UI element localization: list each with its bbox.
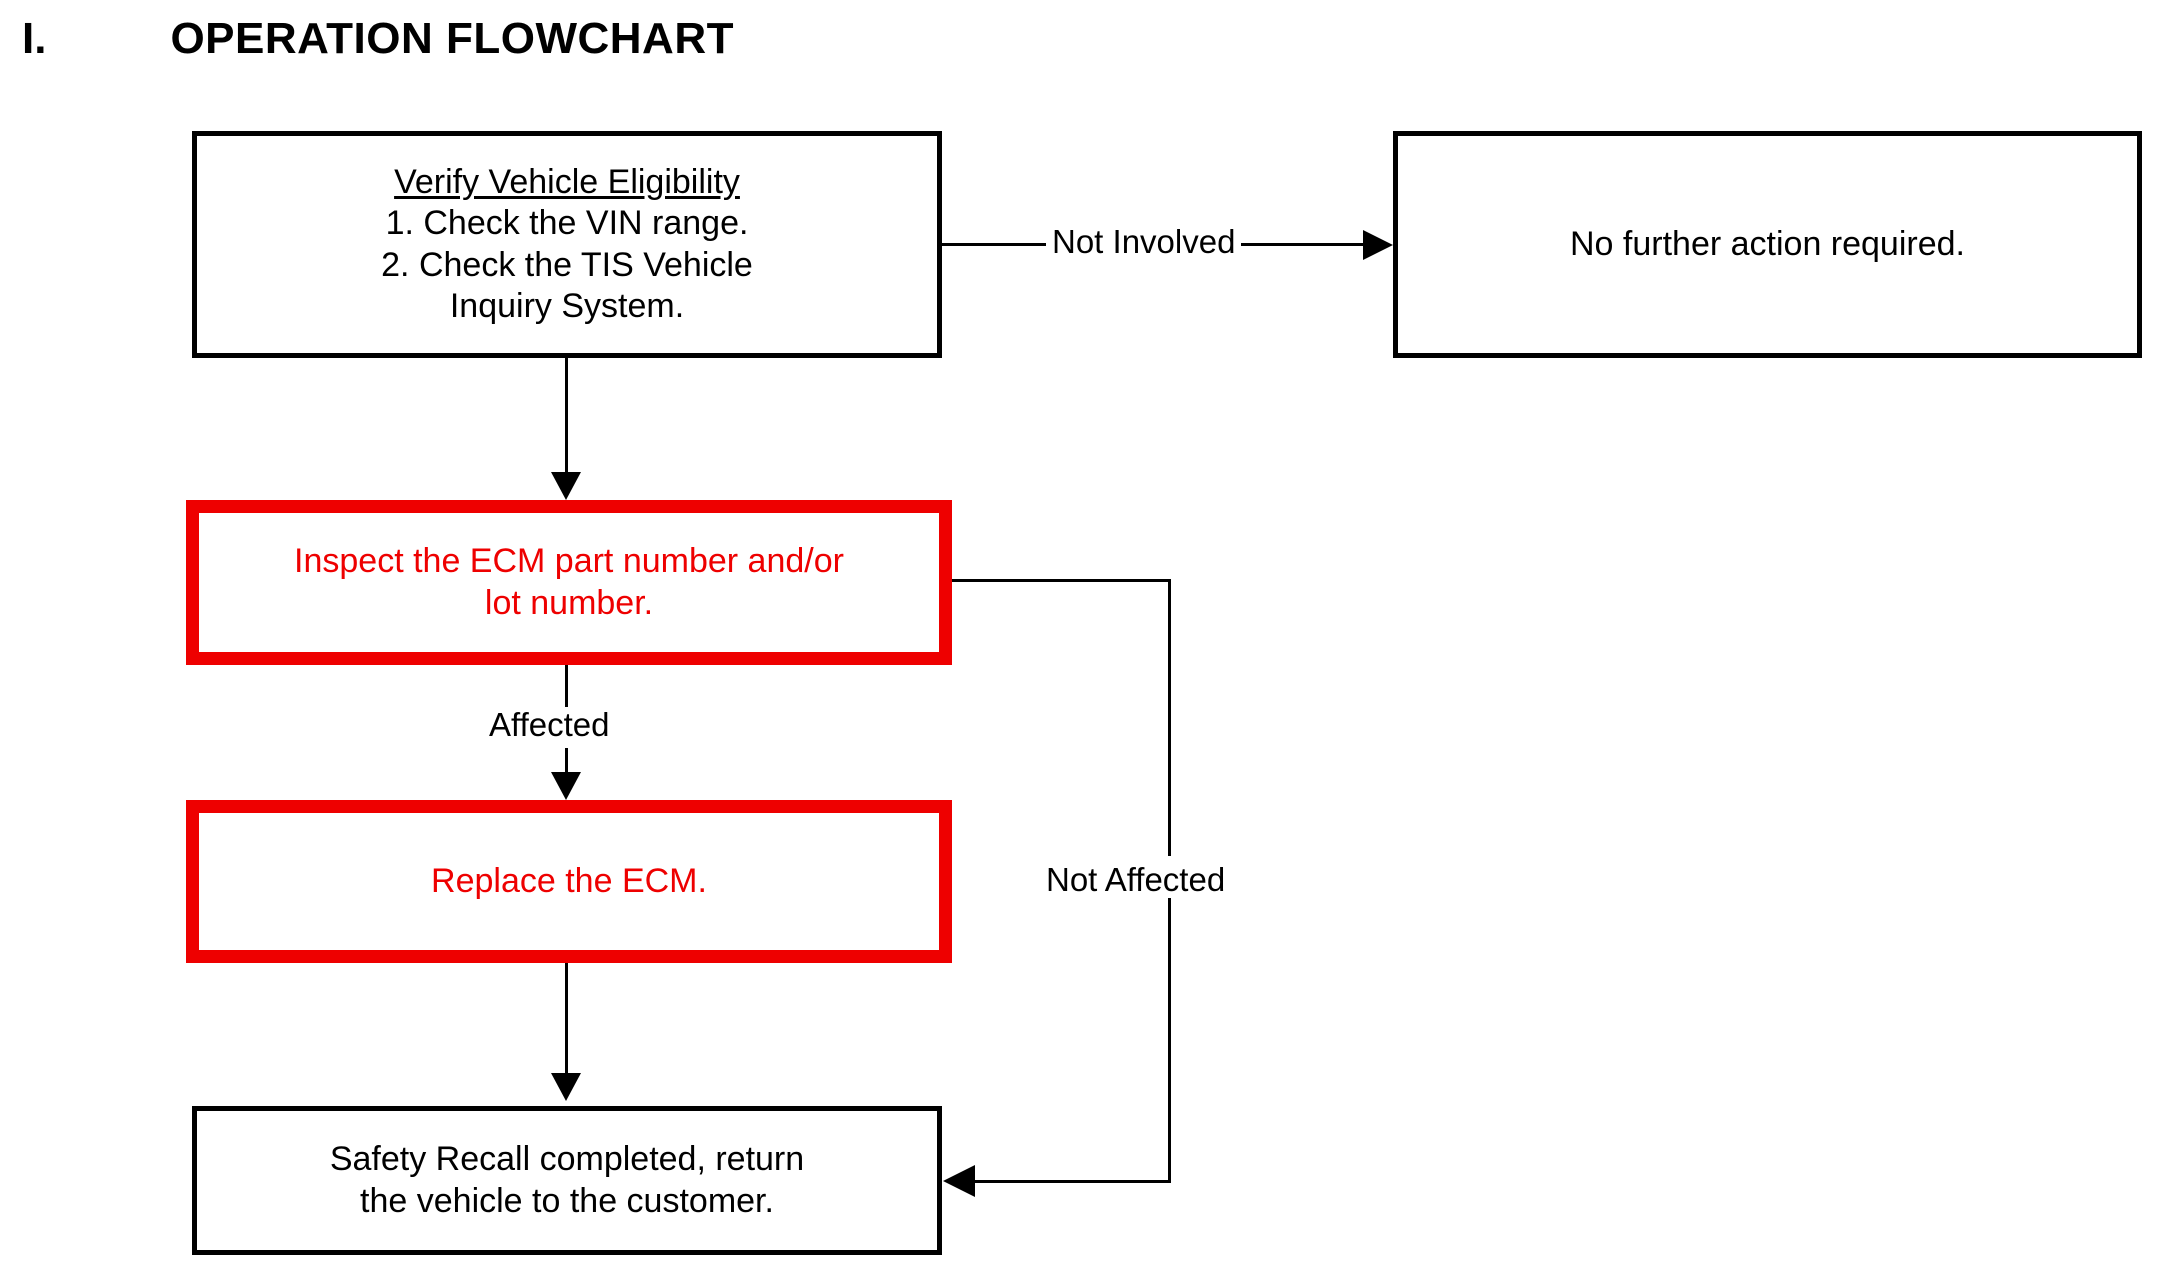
connector-inspect-to-replace-segment-bottom bbox=[565, 748, 568, 774]
node-safety-recall-completed-line-2: the vehicle to the customer. bbox=[360, 1181, 774, 1220]
node-inspect-ecm: Inspect the ECM part number and/or lot n… bbox=[186, 500, 952, 665]
connector-verify-to-no-further-action-segment-left bbox=[942, 243, 1052, 246]
arrowhead-right-icon bbox=[1363, 230, 1393, 260]
node-verify-heading: Verify Vehicle Eligibility bbox=[394, 162, 740, 201]
node-inspect-ecm-content: Inspect the ECM part number and/or lot n… bbox=[199, 541, 939, 624]
arrowhead-down-icon bbox=[551, 1073, 581, 1101]
node-safety-recall-completed-content: Safety Recall completed, return the vehi… bbox=[197, 1139, 937, 1222]
connector-verify-to-inspect bbox=[565, 358, 568, 474]
edge-label-not-involved: Not Involved bbox=[1046, 223, 1242, 261]
connector-inspect-to-replace-segment-top bbox=[565, 665, 568, 709]
node-safety-recall-completed: Safety Recall completed, return the vehi… bbox=[192, 1106, 942, 1255]
edge-label-not-affected: Not Affected bbox=[1040, 861, 1232, 899]
node-inspect-ecm-line-2: lot number. bbox=[484, 583, 654, 622]
section-title-text: OPERATION FLOWCHART bbox=[170, 14, 734, 63]
node-inspect-ecm-line-1: Inspect the ECM part number and/or bbox=[294, 542, 844, 581]
connector-bypass-segment-vertical-lower bbox=[1168, 898, 1171, 1182]
arrowhead-down-icon bbox=[551, 772, 581, 800]
node-replace-ecm-content: Replace the ECM. bbox=[199, 861, 939, 902]
node-safety-recall-completed-line-1: Safety Recall completed, return bbox=[329, 1140, 805, 1179]
connector-bypass-segment-top-horizontal bbox=[952, 579, 1171, 582]
edge-label-affected: Affected bbox=[483, 706, 616, 744]
connector-verify-to-no-further-action-segment-right bbox=[1222, 243, 1363, 246]
node-no-further-action-content: No further action required. bbox=[1398, 224, 2137, 265]
arrowhead-left-icon bbox=[943, 1165, 975, 1197]
node-verify-content: Verify Vehicle Eligibility 1. Check the … bbox=[197, 162, 937, 328]
node-no-further-action: No further action required. bbox=[1393, 131, 2142, 358]
arrowhead-down-icon bbox=[551, 472, 581, 500]
node-replace-ecm-line-1: Replace the ECM. bbox=[431, 861, 707, 900]
node-verify-line-1: 1. Check the VIN range. bbox=[385, 204, 749, 243]
connector-bypass-segment-bottom-horizontal bbox=[975, 1180, 1171, 1183]
connector-replace-to-completed bbox=[565, 963, 568, 1075]
node-verify-line-2: 2. Check the TIS Vehicle bbox=[381, 245, 753, 284]
page-title: I. OPERATION FLOWCHART bbox=[22, 8, 1022, 70]
node-verify-line-3: Inquiry System. bbox=[449, 286, 685, 325]
connector-bypass-segment-vertical-upper bbox=[1168, 579, 1171, 856]
node-verify-vehicle-eligibility: Verify Vehicle Eligibility 1. Check the … bbox=[192, 131, 942, 358]
node-replace-ecm: Replace the ECM. bbox=[186, 800, 952, 963]
node-no-further-action-line-1: No further action required. bbox=[1570, 224, 1965, 263]
section-numeral: I. bbox=[22, 14, 47, 63]
